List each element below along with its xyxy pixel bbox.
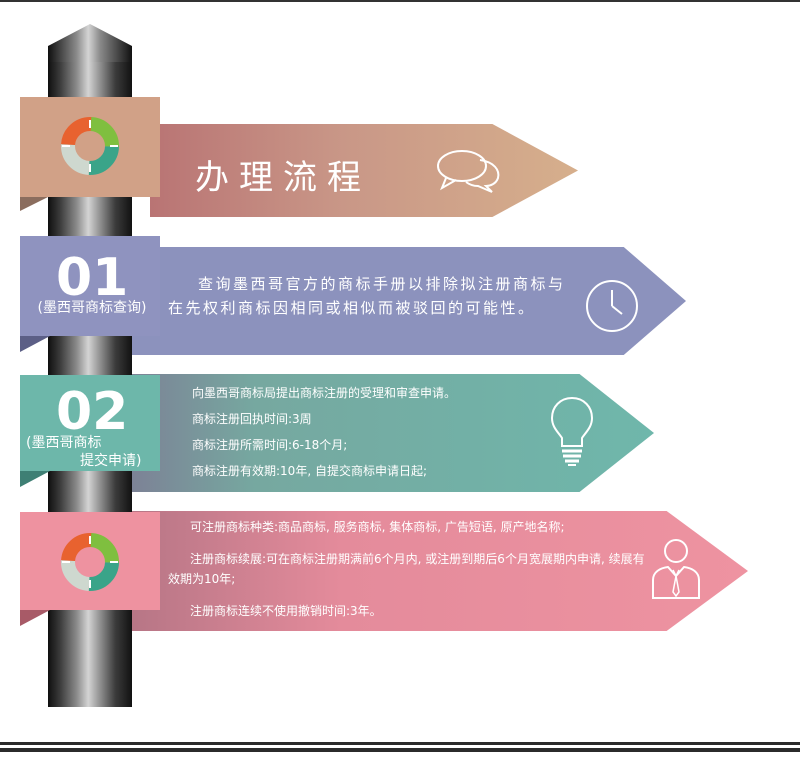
step-1-banner [120, 247, 686, 355]
step-1-number: 01 [56, 248, 129, 308]
step-2-label-line1: (墨西哥商标 [26, 435, 102, 451]
step-2-tab-fold [20, 471, 50, 487]
step-3-paragraph: 注册商标续展:可在商标注册期满前6个月内, 或注册到期后6个月宽展期内申请, 续… [168, 552, 645, 586]
title-tab-fold [20, 197, 48, 211]
step-1-description: 查询墨西哥官方的商标手册以排除拟注册商标与在先权利商标因相同或相似而被驳回的可能… [168, 275, 566, 317]
step-3-tab [20, 512, 160, 610]
step-2-number: 02 [56, 382, 129, 442]
step-3-details: 可注册商标种类:商品商标, 服务商标, 集体商标, 广告短语, 原产地名称; 注… [168, 517, 648, 633]
step-2-banner [122, 374, 654, 492]
step-1-tab [20, 236, 160, 336]
bottom-border [0, 742, 800, 752]
clock-icon [586, 280, 638, 332]
top-border [0, 0, 800, 2]
title-tab [20, 97, 160, 197]
step-2-line: 商标注册所需时间:6-18个月; [192, 438, 348, 452]
step-3-banner [122, 511, 748, 631]
step-1-tab-fold [20, 336, 50, 352]
step-3-paragraph: 注册商标连续不使用撤销时间:3年。 [190, 604, 382, 618]
step-1-label: (墨西哥商标查询) [37, 300, 147, 316]
title-banner [150, 124, 578, 217]
step-2-line: 商标注册回执时间:3周 [192, 412, 312, 426]
cycle-arrows-icon [61, 117, 119, 175]
lightbulb-icon [550, 396, 594, 466]
step-2-tab [20, 375, 160, 471]
step-2-details: 向墨西哥商标局提出商标注册的受理和审查申请。 商标注册回执时间:3周 商标注册所… [192, 380, 552, 484]
step-2-line: 向墨西哥商标局提出商标注册的受理和审查申请。 [192, 386, 457, 400]
chat-bubbles-icon [437, 150, 500, 193]
businessman-icon [652, 539, 700, 599]
step-2-label-line2: 提交申请) [80, 453, 142, 469]
step-3-paragraph: 可注册商标种类:商品商标, 服务商标, 集体商标, 广告短语, 原产地名称; [190, 520, 565, 534]
pole-cap [48, 24, 132, 64]
step-2-line: 商标注册有效期:10年, 自提交商标申请日起; [192, 464, 427, 478]
page-title: 办理流程 [195, 158, 371, 198]
cycle-arrows-icon [61, 533, 119, 591]
step-3-tab-fold [20, 610, 50, 626]
